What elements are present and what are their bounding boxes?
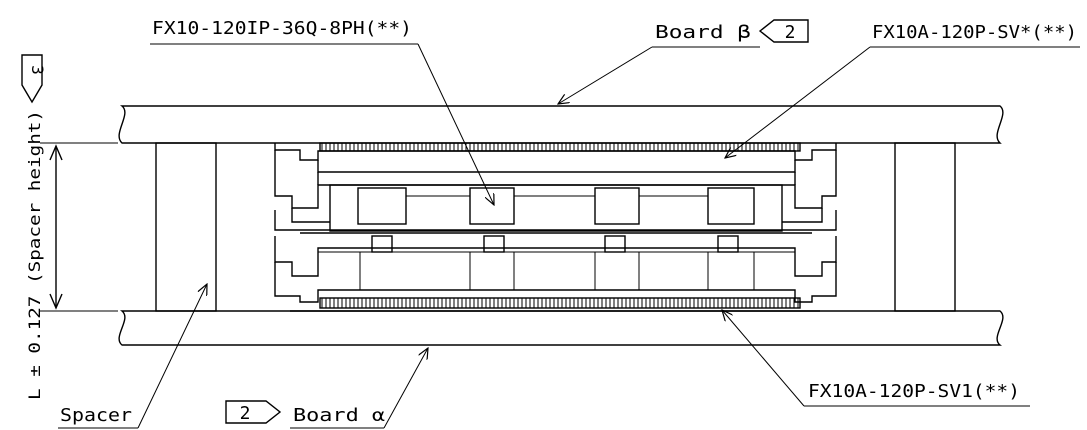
spacer-left	[155, 142, 217, 312]
board-alpha	[118, 310, 1004, 346]
lower-connector-body	[274, 235, 837, 312]
mating-part-housing	[274, 184, 837, 234]
spacer-ref-number: 3	[28, 65, 47, 75]
top-part-callout: FX10-120IP-36Q-8PH(**)	[150, 18, 494, 205]
top-part-label: FX10-120IP-36Q-8PH(**)	[152, 18, 412, 39]
board-alpha-callout: 2 Board α	[225, 348, 428, 429]
board-beta-ref-number: 2	[785, 22, 796, 43]
spacer-label: Spacer	[60, 405, 132, 426]
board-alpha-label: Board α	[293, 405, 385, 426]
spacer-ref-flag: 3	[21, 54, 47, 104]
board-alpha-ref-number: 2	[240, 403, 251, 424]
upper-connector-callout: FX10A-120P-SV*(**)	[725, 22, 1080, 158]
board-beta-label: Board β	[655, 22, 751, 43]
spacer-height-dimension	[40, 142, 118, 312]
upper-connector-label: FX10A-120P-SV*(**)	[872, 22, 1077, 43]
spacer-right	[894, 142, 956, 312]
spacer-height-spec: L ± 0.127 (Spacer height)	[25, 110, 44, 400]
spacer-callout: Spacer	[58, 284, 207, 429]
board-beta-callout: Board β 2	[558, 19, 809, 104]
lower-connector-label: FX10A-120P-SV1(**)	[808, 381, 1020, 402]
board-beta	[118, 105, 1004, 144]
upper-connector-body	[274, 142, 837, 209]
lower-connector-callout: FX10A-120P-SV1(**)	[722, 310, 1030, 407]
